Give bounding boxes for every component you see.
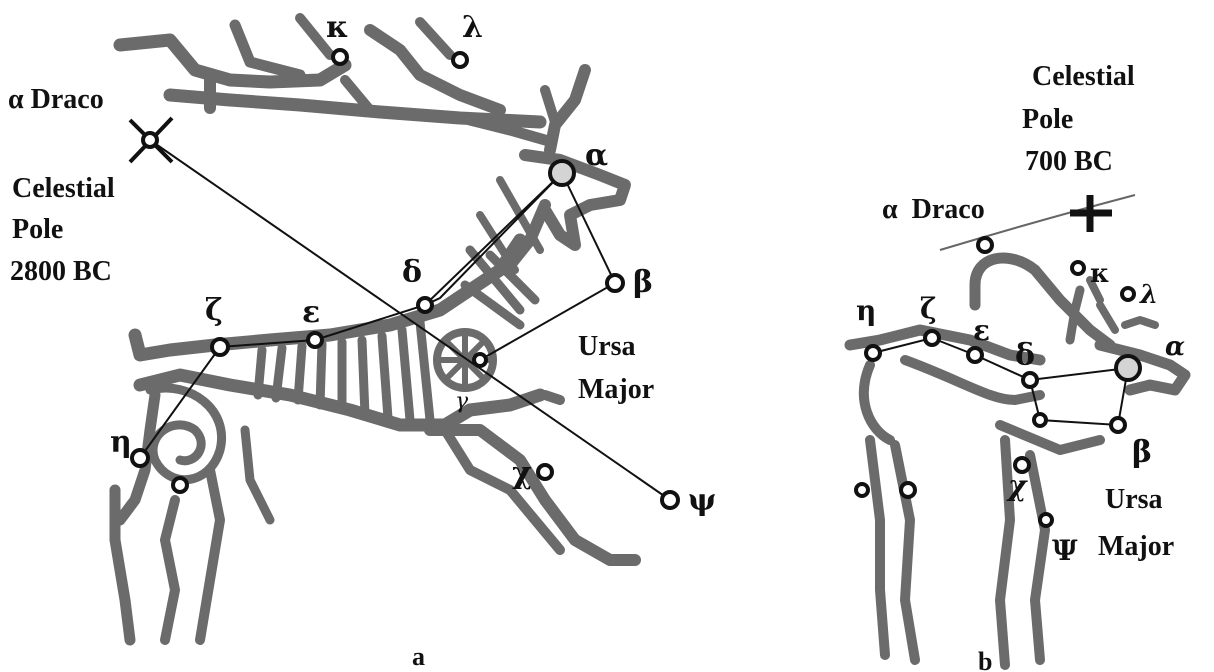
label-kappa-b: κ: [1090, 259, 1110, 289]
constellation-label-line1-b: Ursa: [1105, 484, 1163, 515]
label-delta-b: δ: [1015, 338, 1035, 373]
star-lambda-a: [453, 53, 467, 67]
constellation-label-line2-b: Major: [1098, 531, 1174, 562]
label-zeta-a: ζ: [205, 293, 223, 328]
label-alpha-a: α: [585, 138, 608, 173]
panel-b: Celestial Pole 700 BC α Draco Ursa Major…: [850, 61, 1185, 672]
star-epsilon-b: [968, 348, 982, 362]
caption-b: b: [978, 647, 992, 672]
label-kappa-a: κ: [326, 10, 349, 45]
pole-label-line3-a: 2800 BC: [10, 256, 112, 287]
label-beta-b: β: [1132, 435, 1152, 470]
label-eta-a: η: [110, 425, 132, 460]
label-lambda-a: λ: [462, 10, 483, 45]
label-alpha-b: α: [1165, 332, 1185, 362]
pole-star-label-a: α Draco: [8, 84, 104, 115]
label-epsilon-a: ε: [302, 295, 320, 330]
label-epsilon-b: ε: [973, 314, 990, 347]
star-zeta-b: [925, 331, 939, 345]
label-eta-b: η: [856, 294, 876, 327]
label-gamma-a: γ: [455, 389, 469, 414]
label-chi-a: χ: [512, 456, 532, 491]
pole-label-line1-a: Celestial: [12, 173, 115, 204]
star-lambda-b: [1122, 288, 1134, 300]
deer-antlers: [120, 18, 585, 150]
star-extra-b2: [901, 483, 915, 497]
label-psi-a: ψ: [688, 483, 716, 518]
label-beta-a: β: [633, 265, 653, 300]
constellation-label-line2-a: Major: [578, 374, 654, 405]
constellation-label-line1-a: Ursa: [578, 331, 636, 362]
pole-label-line2-b: Pole: [1022, 104, 1073, 135]
star-alpha-a: [550, 161, 574, 185]
caption-a: a: [412, 642, 425, 671]
star-alpha-draco-b: [978, 238, 992, 252]
pole-label-line2-a: Pole: [12, 214, 63, 245]
star-psi-b: [1040, 514, 1052, 526]
star-kappa-a: [333, 50, 347, 64]
star-gamma-b: [1034, 414, 1046, 426]
pole-label-line1-b: Celestial: [1032, 61, 1135, 92]
label-zeta-b: ζ: [920, 292, 937, 325]
label-lambda-b: λ: [1139, 280, 1158, 310]
celestial-pole-plus-icon: [1070, 195, 1112, 232]
star-gamma-a: [474, 354, 486, 366]
star-delta-b: [1023, 373, 1037, 387]
star-beta-b: [1111, 418, 1125, 432]
pole-star-label-b: α Draco: [882, 194, 985, 225]
star-beta-a: [607, 275, 623, 291]
star-eta-a: [132, 450, 148, 466]
pole-label-line3-b: 700 BC: [1025, 146, 1113, 177]
celestial-pole-cross-icon: [130, 118, 172, 162]
pole-alignment-line: [150, 140, 670, 500]
label-chi-b: χ: [1006, 469, 1028, 502]
star-kappa-b: [1072, 262, 1084, 274]
star-extra-b1: [856, 484, 868, 496]
deer-hindquarters: [115, 388, 270, 640]
label-delta-a: δ: [402, 255, 422, 290]
star-psi-a: [662, 492, 678, 508]
label-psi-b: Ψ: [1052, 534, 1078, 567]
star-delta-a: [418, 298, 432, 312]
star-zeta-a: [212, 339, 228, 355]
panel-a: α Draco Celestial Pole 2800 BC Ursa Majo…: [8, 10, 716, 671]
star-extra-a: [173, 478, 187, 492]
star-eta-b: [866, 346, 880, 360]
star-chi-a: [538, 465, 552, 479]
star-epsilon-a: [308, 333, 322, 347]
star-alpha-b: [1116, 356, 1140, 380]
